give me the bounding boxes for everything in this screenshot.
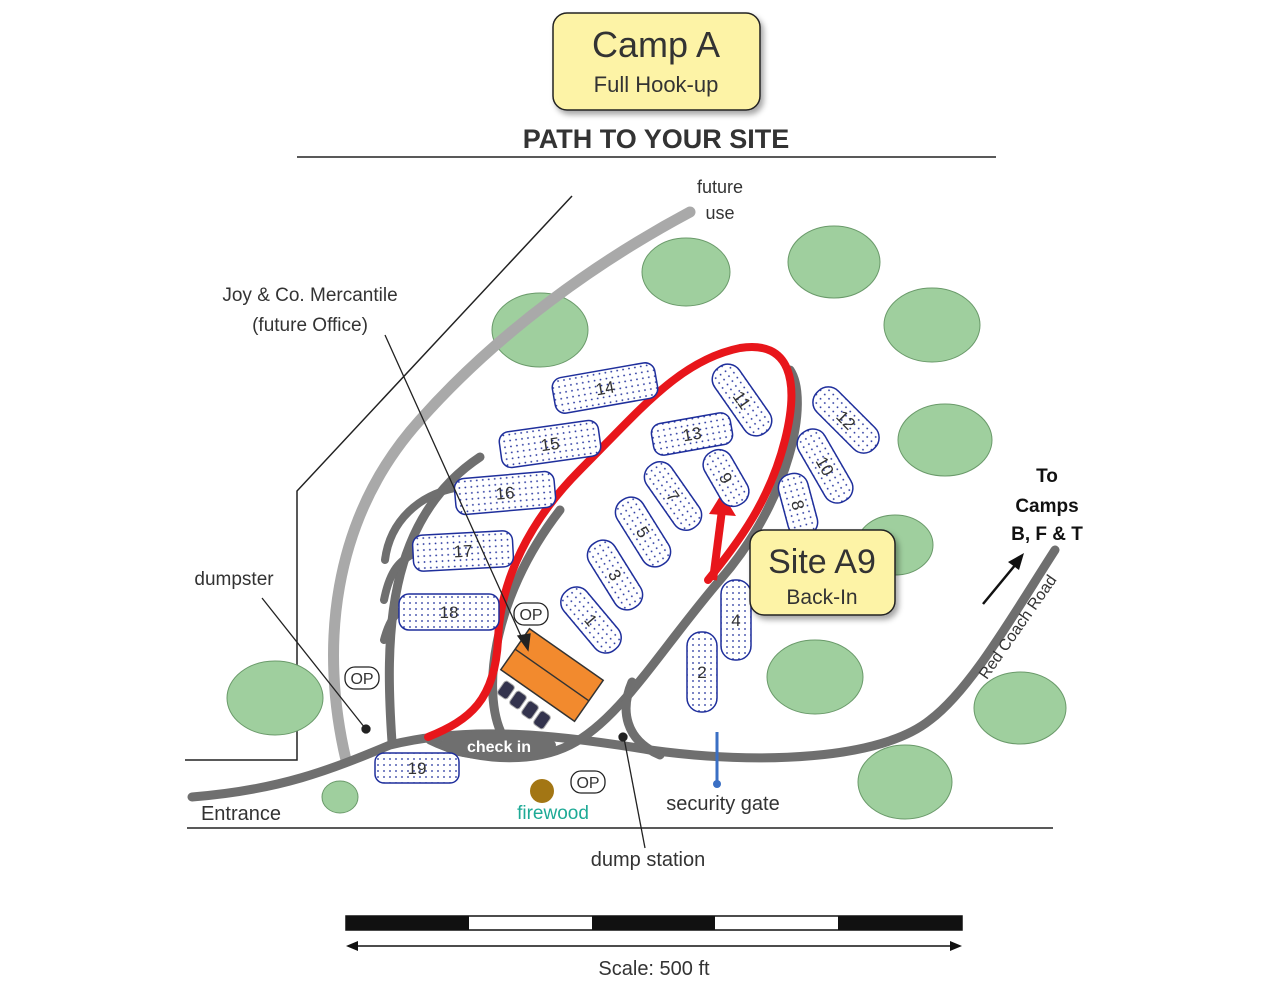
property-boundary xyxy=(185,195,573,761)
branch-road xyxy=(381,484,459,564)
car-icon xyxy=(533,710,551,730)
roads xyxy=(187,206,1060,802)
to-camps-label: Camps xyxy=(1015,496,1078,517)
svg-text:13: 13 xyxy=(681,423,703,445)
path-heading: PATH TO YOUR SITE xyxy=(523,124,790,154)
site-17[interactable]: 17 xyxy=(411,530,515,572)
svg-text:OP: OP xyxy=(350,671,373,688)
tree xyxy=(787,225,881,299)
callout-subtitle: Back-In xyxy=(786,586,857,609)
op-marker: OP xyxy=(513,602,549,626)
mercantile-label: Joy & Co. Mercantile xyxy=(222,285,397,306)
leader-lines xyxy=(261,334,646,849)
to-camps-label: To xyxy=(1036,466,1058,487)
tree xyxy=(226,660,324,736)
title-box: Camp A Full Hook-up xyxy=(552,12,761,111)
car-icon xyxy=(497,680,515,700)
svg-text:18: 18 xyxy=(440,603,459,622)
op-marker: OP xyxy=(344,666,380,690)
direction-arrow xyxy=(982,553,1024,605)
mercantile-building xyxy=(499,627,605,723)
site-3[interactable]: 3 xyxy=(582,535,648,615)
site-5[interactable]: 5 xyxy=(610,492,676,572)
tree xyxy=(321,780,359,814)
branch-road xyxy=(621,677,665,760)
svg-text:4: 4 xyxy=(731,611,740,630)
map-subtitle: Full Hook-up xyxy=(594,72,719,97)
site-11[interactable]: 11 xyxy=(707,359,777,442)
svg-text:15: 15 xyxy=(539,434,560,455)
callout-title: Site A9 xyxy=(768,543,876,581)
future-use-label: future xyxy=(697,177,743,197)
entrance-label: Entrance xyxy=(201,803,281,825)
site-19[interactable]: 19 xyxy=(374,752,460,784)
future-use-label: use xyxy=(705,203,734,223)
route-arrowhead xyxy=(709,493,736,516)
campsites: 14 15 16 17 18 19 13 1 xyxy=(374,359,885,784)
firewood-label: firewood xyxy=(517,803,589,824)
svg-text:14: 14 xyxy=(594,377,616,399)
site-12[interactable]: 12 xyxy=(807,381,885,459)
tree xyxy=(766,639,864,715)
svg-text:2: 2 xyxy=(697,663,706,682)
site-13[interactable]: 13 xyxy=(650,411,734,456)
to-camps-label: B, F & T xyxy=(1011,524,1083,545)
site-9[interactable]: 9 xyxy=(698,445,754,512)
site-14[interactable]: 14 xyxy=(551,361,660,415)
car-icon xyxy=(521,700,539,720)
check-in-pad xyxy=(440,730,556,760)
tree xyxy=(857,744,953,820)
map-title: Camp A xyxy=(592,24,720,65)
parked-cars xyxy=(497,680,551,730)
svg-text:17: 17 xyxy=(453,542,473,562)
svg-text:16: 16 xyxy=(495,483,516,504)
site-callout: Site A9 Back-In xyxy=(749,529,896,616)
check-in-label: check in xyxy=(467,739,531,756)
svg-text:OP: OP xyxy=(519,607,542,624)
site-2[interactable]: 2 xyxy=(686,631,718,713)
svg-text:19: 19 xyxy=(408,759,427,778)
op-marker: OP xyxy=(570,770,606,794)
branch-road xyxy=(380,549,419,604)
security-gate-label: security gate xyxy=(666,793,779,815)
mercantile-label: (future Office) xyxy=(252,315,368,336)
dump-station-label: dump station xyxy=(591,849,706,871)
site-7[interactable]: 7 xyxy=(639,456,707,535)
scale-label: Scale: 500 ft xyxy=(598,958,710,980)
road-label: Red Coach Road xyxy=(976,572,1060,682)
svg-text:OP: OP xyxy=(576,775,599,792)
tree xyxy=(973,671,1067,745)
tree xyxy=(897,403,993,477)
tree xyxy=(883,287,981,363)
tree xyxy=(641,237,731,307)
car-icon xyxy=(509,690,527,710)
site-18[interactable]: 18 xyxy=(398,593,500,631)
future-use-road xyxy=(328,206,696,766)
route-arrow xyxy=(709,509,726,581)
branch-road xyxy=(384,452,485,747)
firewood-icon xyxy=(530,779,554,803)
site-16[interactable]: 16 xyxy=(453,470,557,516)
site-10[interactable]: 10 xyxy=(792,424,858,508)
site-1[interactable]: 1 xyxy=(555,581,627,659)
dumpster-label: dumpster xyxy=(194,569,274,590)
security-gate xyxy=(713,732,721,788)
scale-bar: Scale: 500 ft xyxy=(345,915,963,980)
site-15[interactable]: 15 xyxy=(498,419,602,469)
site-4[interactable]: 4 xyxy=(720,579,752,661)
tree xyxy=(491,292,589,368)
